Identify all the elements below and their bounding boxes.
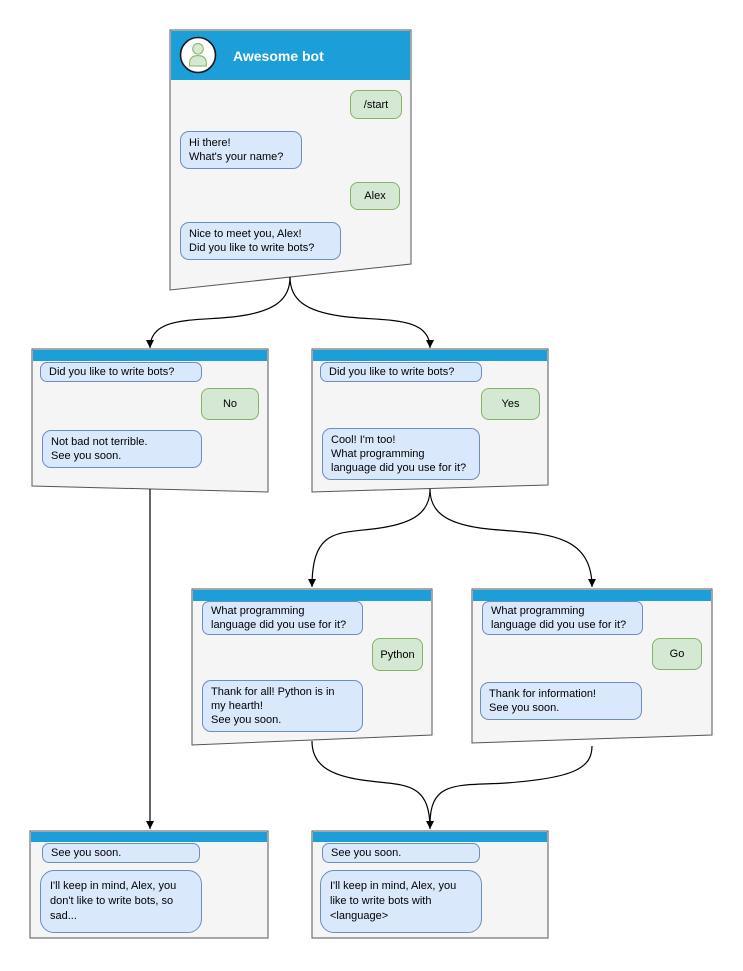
- message-bubble-bot: Did you like to write bots?: [40, 362, 202, 382]
- message-bubble-user: Alex: [350, 182, 400, 210]
- message-bubble-user: Python: [372, 638, 423, 671]
- connector-go-to-end: [429, 745, 593, 825]
- chat-header-branch-no: [33, 350, 267, 361]
- message-bubble-user: Yes: [481, 388, 540, 420]
- message-bubble-bot: I'll keep in mind, Alex, you like to wri…: [320, 870, 482, 933]
- chat-header-branch-python: [193, 590, 431, 601]
- message-bubble-bot: Not bad not terrible. See you soon.: [42, 430, 202, 468]
- message-bubble-bot: Did you like to write bots?: [320, 362, 482, 382]
- bot-avatar-person-icon: [179, 36, 217, 74]
- message-bubble-bot: What programming language did you use fo…: [482, 601, 643, 635]
- connector-root-to-yes: [289, 276, 434, 349]
- bot-title: Awesome bot: [233, 47, 324, 64]
- connector-yes-to-go: [429, 488, 596, 588]
- connector-root-to-no: [146, 276, 291, 349]
- chat-header-end-no: [31, 832, 267, 842]
- connector-python-to-end: [311, 740, 434, 830]
- message-bubble-user: No: [201, 388, 259, 420]
- message-bubble-bot: Hi there! What's your name?: [180, 131, 302, 169]
- chat-header-branch-go: [473, 590, 711, 601]
- chat-header-end-yes: [313, 832, 547, 842]
- chat-header-branch-yes: [313, 350, 547, 361]
- message-bubble-user: Go: [652, 638, 702, 670]
- message-bubble-bot: What programming language did you use fo…: [202, 601, 363, 635]
- message-bubble-bot: I'll keep in mind, Alex, you don't like …: [40, 870, 202, 933]
- message-bubble-bot: Cool! I'm too! What programming language…: [322, 428, 480, 480]
- connector-yes-to-python: [308, 488, 431, 588]
- message-bubble-bot: See you soon.: [322, 843, 480, 863]
- message-bubble-bot: See you soon.: [42, 843, 200, 863]
- message-bubble-bot: Thank for information! See you soon.: [480, 682, 642, 720]
- message-bubble-bot: Nice to meet you, Alex! Did you like to …: [180, 222, 341, 260]
- message-bubble-user: /start: [350, 90, 402, 119]
- chat-header-root: Awesome bot: [171, 31, 410, 80]
- message-bubble-bot: Thank for all! Python is in my hearth! S…: [202, 680, 363, 732]
